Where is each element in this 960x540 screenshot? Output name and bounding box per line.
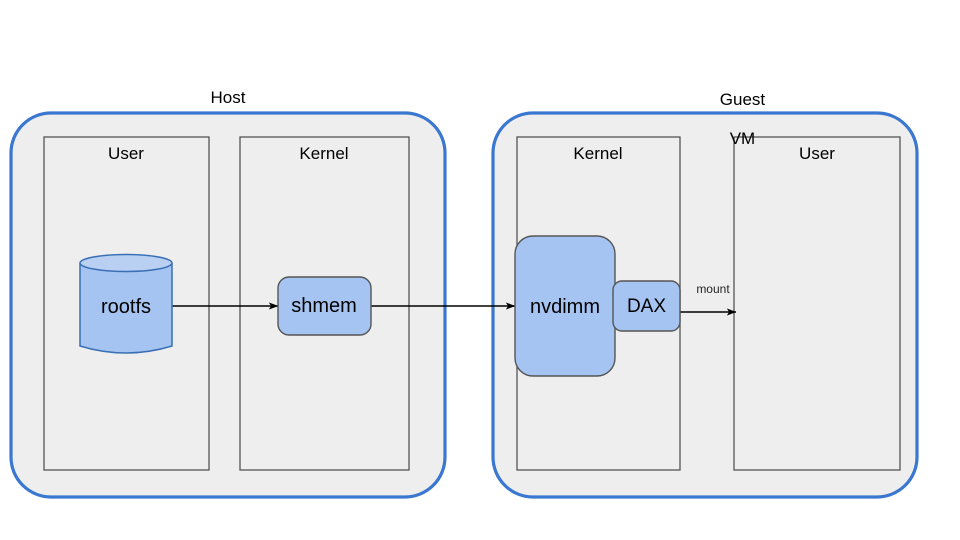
panel-guest-user: [733, 136, 901, 471]
node-nvdimm[interactable]: [514, 235, 616, 377]
node-rootfs[interactable]: [79, 253, 173, 354]
node-shmem[interactable]: [277, 276, 372, 336]
rootfs-cylinder-top: [79, 253, 173, 273]
node-dax[interactable]: [612, 280, 681, 332]
rootfs-cylinder-body: [79, 263, 173, 354]
